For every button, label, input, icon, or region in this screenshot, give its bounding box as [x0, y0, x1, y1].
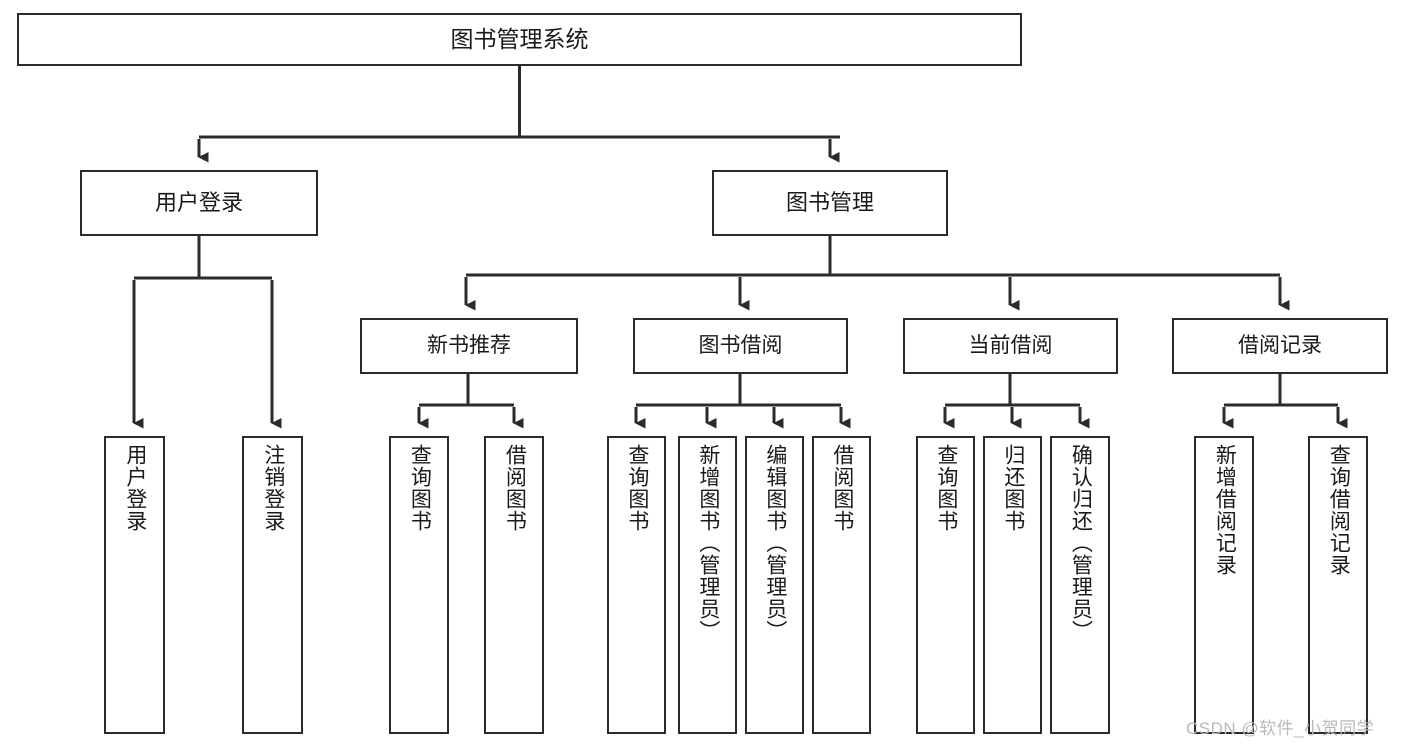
node-user-login[interactable]: 用户登录 [80, 170, 318, 236]
leaf-book-borrow-edit[interactable]: 编辑图书（管理员） [745, 436, 804, 734]
csdn-watermark: CSDN @软件_小贺同学 [1186, 719, 1375, 738]
node-book-management[interactable]: 图书管理 [712, 170, 948, 236]
leaf-current-borrow-return[interactable]: 归还图书 [983, 436, 1042, 734]
leaf-new-book-query[interactable]: 查询图书 [389, 436, 449, 734]
leaf-user-login-signin[interactable]: 用户登录 [104, 436, 165, 734]
leaf-current-borrow-confirm-return[interactable]: 确认归还（管理员） [1050, 436, 1110, 734]
leaf-book-borrow-query[interactable]: 查询图书 [607, 436, 666, 734]
node-book-borrow[interactable]: 图书借阅 [633, 318, 848, 374]
leaf-book-borrow-add[interactable]: 新增图书（管理员） [678, 436, 737, 734]
leaf-borrow-record-query[interactable]: 查询借阅记录 [1308, 436, 1368, 734]
node-current-borrow[interactable]: 当前借阅 [903, 318, 1118, 374]
node-root-system[interactable]: 图书管理系统 [17, 13, 1022, 66]
node-new-book-recommend[interactable]: 新书推荐 [360, 318, 578, 374]
leaf-borrow-record-add[interactable]: 新增借阅记录 [1194, 436, 1254, 734]
leaf-user-login-signout[interactable]: 注销登录 [242, 436, 303, 734]
leaf-current-borrow-query[interactable]: 查询图书 [916, 436, 975, 734]
leaf-book-borrow-lend[interactable]: 借阅图书 [812, 436, 871, 734]
node-borrow-record[interactable]: 借阅记录 [1172, 318, 1388, 374]
leaf-new-book-borrow[interactable]: 借阅图书 [484, 436, 544, 734]
